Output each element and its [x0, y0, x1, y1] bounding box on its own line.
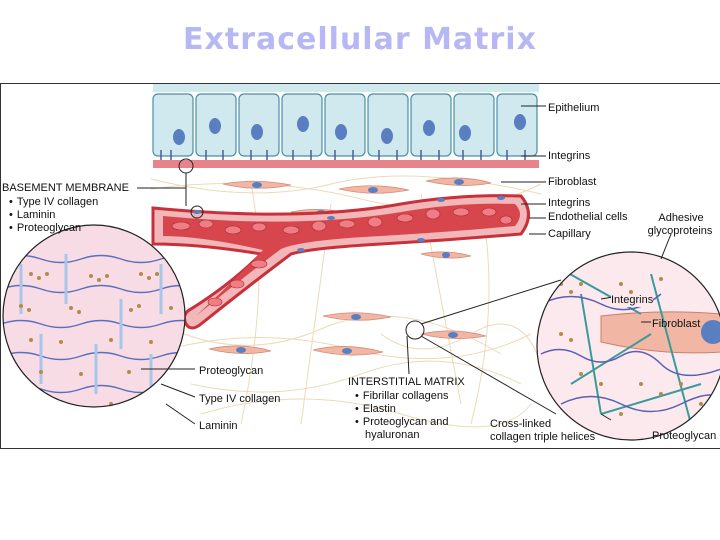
- leader-lines: [137, 105, 672, 425]
- label-epithelium: Epithelium: [548, 102, 600, 114]
- basement-membrane-item: Laminin: [9, 209, 98, 222]
- capillary: [151, 194, 530, 330]
- interstitial-matrix-item: Elastin: [355, 403, 448, 416]
- basement-membrane-heading: BASEMENT MEMBRANE: [2, 182, 129, 194]
- basement-membrane-list: Type IV collagen Laminin Proteoglycan: [9, 196, 98, 235]
- interstitial-matrix-continuation: hyaluronan: [365, 429, 420, 441]
- interstitial-matrix-item: Proteoglycan and: [355, 416, 449, 429]
- label-integrins-top: Integrins: [548, 150, 591, 162]
- label-adhesive: Adhesive: [658, 212, 704, 224]
- interstitial-matrix-zoom: [536, 251, 720, 441]
- epithelium-layer: [152, 84, 539, 168]
- label-fibroblast: Fibroblast: [548, 176, 597, 188]
- label-endothelial-cells: Endothelial cells: [548, 211, 628, 223]
- interstitial-matrix-item: Fibrillar collagens: [355, 390, 449, 403]
- label-laminin: Laminin: [199, 420, 238, 432]
- label-integrins-mid: Integrins: [548, 197, 591, 209]
- ecm-illustration: [2, 84, 720, 441]
- interstitial-matrix-list: Fibrillar collagens Elastin Proteoglycan…: [355, 390, 449, 429]
- label-collagen-triple-helices: collagen triple helices: [490, 431, 596, 443]
- basement-membrane-zoom: [2, 224, 186, 408]
- endothelial-nuclei: [193, 196, 505, 252]
- basement-membrane-strip: [153, 160, 539, 168]
- epithelial-integrins: [160, 150, 526, 164]
- label-capillary: Capillary: [548, 228, 591, 240]
- slide-title: Extracellular Matrix: [183, 22, 537, 57]
- label-zoom-integrins: Integrins: [611, 294, 654, 307]
- label-proteoglycan-right: Proteoglycan: [652, 430, 717, 442]
- basement-membrane-item: Type IV collagen: [9, 196, 98, 209]
- label-zoom-fibroblast: Fibroblast: [652, 318, 701, 330]
- epithelial-nuclei: [173, 114, 526, 145]
- label-cross-linked: Cross-linked: [490, 418, 552, 430]
- basement-membrane-item: Proteoglycan: [9, 222, 98, 235]
- ecm-diagram: Epithelium Integrins Fibroblast Integrin…: [0, 83, 720, 449]
- label-proteoglycan-left: Proteoglycan: [199, 365, 264, 377]
- label-type-iv-collagen: Type IV collagen: [199, 393, 281, 405]
- interstitial-matrix-heading: INTERSTITIAL MATRIX: [348, 376, 465, 388]
- label-glycoproteins: glycoproteins: [647, 225, 713, 237]
- red-blood-cells: [171, 207, 513, 307]
